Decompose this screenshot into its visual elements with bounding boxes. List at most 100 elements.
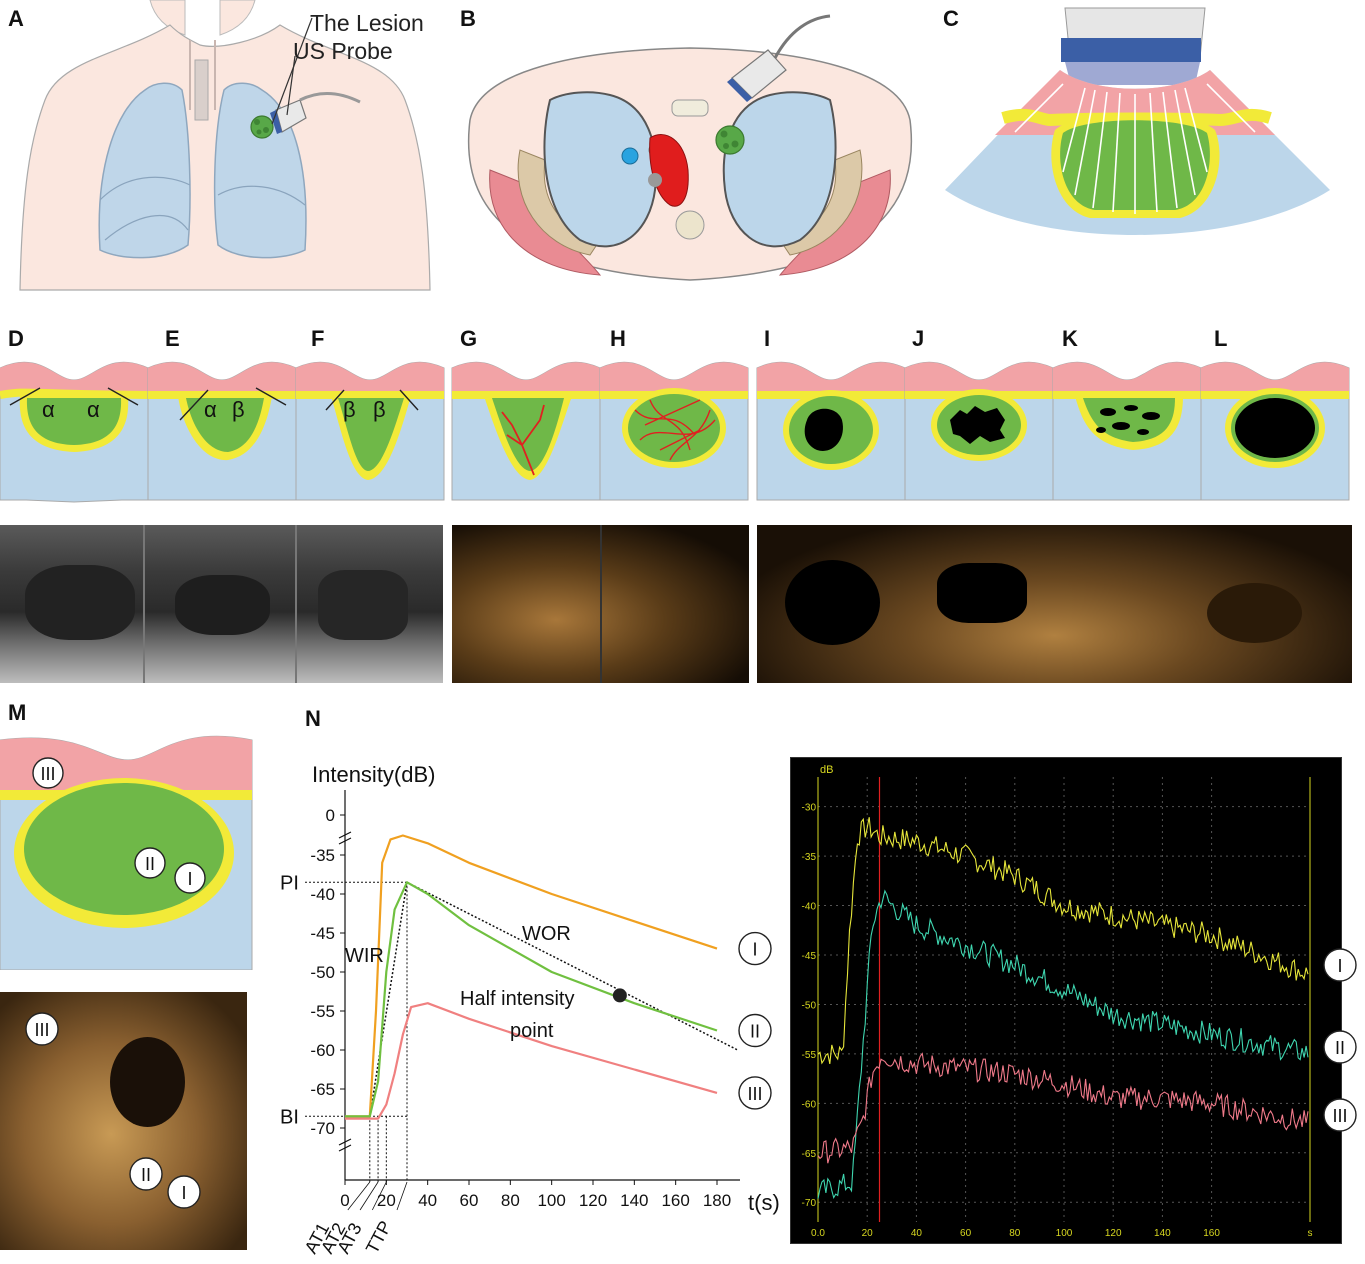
chart-n-ytick-label: -65 [310, 1080, 335, 1099]
chart-meas-xtick-label: 160 [1203, 1228, 1220, 1239]
schematic-g [451, 361, 601, 501]
panel-letter-a: A [8, 6, 24, 31]
angle-d2: α [87, 397, 100, 422]
chart-n-time-marker-ttp: TTP [362, 1217, 396, 1256]
chart-meas-xtick-label: 100 [1056, 1228, 1073, 1239]
chart-n-half-label-2: point [510, 1020, 554, 1042]
meas-marker-i: I [1337, 956, 1342, 976]
schematic-d [0, 361, 149, 503]
chart-n-xtick-label: 180 [703, 1191, 731, 1210]
tic-schematic-chart: Intensity(dB) 0-35-40-45-50-55-60-65-70 … [280, 762, 780, 1257]
chart-n-ytick-label: -45 [310, 924, 335, 943]
chart-meas-ytick-label: -55 [802, 1050, 817, 1061]
panel-letter-n: N [305, 706, 321, 731]
chart-n-time-leader [359, 1181, 379, 1211]
chart-n-ylabel: Intensity(dB) [312, 762, 436, 787]
panel-letter-m: M [8, 700, 27, 725]
chart-n-axis-break-top [338, 831, 352, 845]
schematic-e [147, 361, 297, 501]
chart-n-ytick-label: -60 [310, 1041, 335, 1060]
chart-n-wor-label: WOR [522, 923, 571, 945]
chart-n-series-marker [738, 1013, 772, 1048]
chart-meas-xtick-label: 80 [1009, 1228, 1021, 1239]
chart-n-axis-break-bottom [338, 1138, 352, 1152]
chart-meas-xtick-label: s [1308, 1228, 1313, 1239]
angle-e1: α [204, 397, 217, 422]
chart-meas-xtick-label: 0.0 [811, 1228, 825, 1239]
chart-n-series-marker [738, 1076, 772, 1110]
chart-meas-series-ii [817, 889, 1309, 1200]
chart-meas-xtick-label: 40 [911, 1228, 923, 1239]
ceus-image-il [757, 525, 1352, 683]
chart-n-xtick-label: 100 [537, 1191, 565, 1210]
chart-n-half-point [612, 988, 627, 1003]
meas-marker-ii: II [1335, 1038, 1345, 1058]
chart-n-xtick-label: 60 [460, 1191, 479, 1210]
panel-letter-k: K [1062, 326, 1078, 351]
chart-n-xtick-label: 20 [377, 1191, 396, 1210]
chart-n-ytick-label: -50 [310, 963, 335, 982]
chart-n-ytick-label: 0 [326, 806, 335, 825]
panel-letter-g: G [460, 326, 478, 351]
marker-ii-ceus: II [141, 1165, 151, 1185]
panel-letter-j: J [912, 326, 925, 351]
chart-n-time-leader [396, 1181, 408, 1211]
chart-n-pi-label: PI [280, 872, 299, 894]
chart-n-series-label: III [747, 1084, 762, 1104]
chart-meas-ytick-label: -45 [802, 951, 817, 962]
bmode-ultrasound-image [0, 525, 443, 683]
panel-m-ceus-markers: III II I [25, 1012, 201, 1209]
angle-e2: β [232, 397, 245, 422]
chart-meas-ytick-label: -65 [802, 1149, 817, 1160]
chart-n-xtick-label: 40 [418, 1191, 437, 1210]
ceus-image-gh [452, 525, 749, 683]
panel-letter-c: C [943, 6, 959, 31]
chart-meas-ytick-label: -60 [802, 1099, 817, 1110]
chart-meas-ytick-label: -40 [802, 902, 817, 913]
chart-meas-ytick-label: -35 [802, 852, 817, 863]
marker-iii-ceus: III [34, 1020, 49, 1040]
chart-n-series-marker [738, 931, 772, 966]
lesion-schematics-row: α α α β β β [0, 361, 1350, 503]
panel-letter-f: F [311, 326, 325, 351]
chart-n-wir-label: WIR [345, 945, 384, 967]
chart-meas-xtick-label: 120 [1105, 1228, 1122, 1239]
chart-meas-ylabel: dB [820, 764, 833, 776]
chart-n-time-leader [371, 1181, 387, 1211]
panel-letter-l: L [1214, 326, 1228, 351]
schematic-i [756, 361, 906, 501]
angle-f1: β [343, 397, 356, 422]
panel-c-probe-sector [945, 7, 1330, 235]
chart-n-series-label: II [750, 1022, 760, 1042]
chart-meas-xtick-label: 140 [1154, 1228, 1171, 1239]
angle-f2: β [373, 397, 386, 422]
chart-n-wor-line [406, 881, 739, 1051]
chart-n-xtick-label: 120 [579, 1191, 607, 1210]
probe-label: US Probe [293, 38, 393, 64]
panel-letter-i: I [764, 326, 771, 351]
chart-n-series-ii [345, 881, 718, 1118]
panel-letter-d: D [8, 326, 24, 351]
chart-n-ytick-label: -55 [310, 1002, 335, 1021]
schematic-j [904, 361, 1054, 501]
chart-meas-ytick-label: -50 [802, 1000, 817, 1011]
chart-n-bi-label: BI [280, 1106, 299, 1128]
chart-n-series-label: I [752, 940, 757, 960]
schematic-k [1052, 361, 1202, 501]
panel-letter-b: B [460, 6, 476, 31]
chart-n-xtick-label: 0 [340, 1191, 349, 1210]
chart-meas-series-i [817, 817, 1309, 1065]
chart-n-series-iii [345, 1002, 718, 1120]
schematic-h [599, 361, 749, 501]
chart-meas-xtick-label: 60 [960, 1228, 972, 1239]
panel-letter-h: H [610, 326, 626, 351]
chart-n-xtick-label: 140 [620, 1191, 648, 1210]
meas-marker-iii: III [1332, 1106, 1347, 1126]
schematic-f [295, 361, 445, 501]
marker-i-schematic: I [187, 869, 192, 889]
marker-i-ceus: I [181, 1183, 186, 1203]
chart-meas-ytick-label: -70 [802, 1198, 817, 1209]
panel-b-axial-section [467, 14, 913, 281]
marker-iii-schematic: III [40, 764, 55, 784]
